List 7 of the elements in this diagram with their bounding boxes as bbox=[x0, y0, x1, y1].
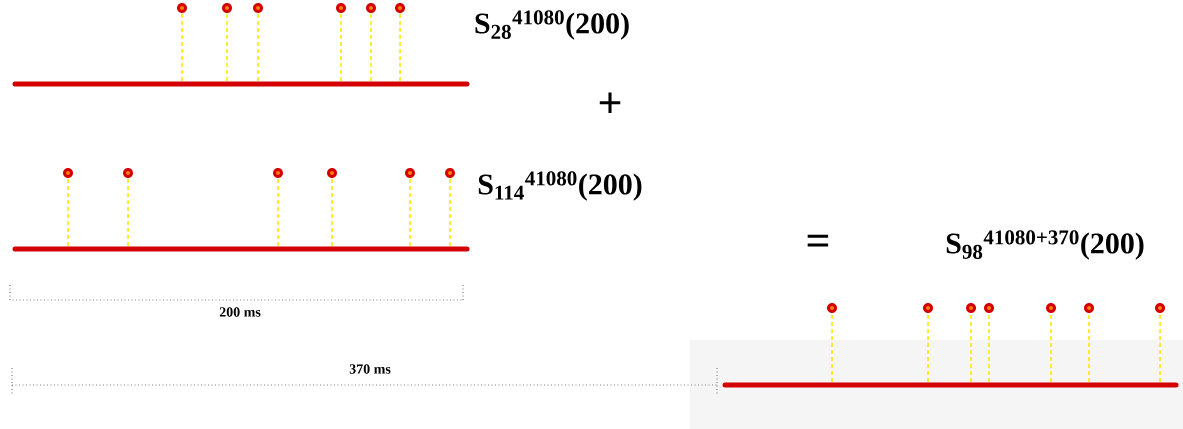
formula-label: S$_{28}$$^{41080}$(200) bbox=[475, 10, 629, 40]
operator-sign: = bbox=[807, 234, 829, 247]
dimension-label: 370 ms bbox=[349, 364, 391, 374]
operator-sign: + bbox=[599, 92, 621, 114]
formula-label: S$_{114}$$^{41080}$(200) bbox=[478, 171, 642, 201]
formula-label: S$_{98}$$^{41080+370}$(200) bbox=[946, 230, 1144, 260]
dimension-label: 200 ms bbox=[219, 307, 261, 317]
